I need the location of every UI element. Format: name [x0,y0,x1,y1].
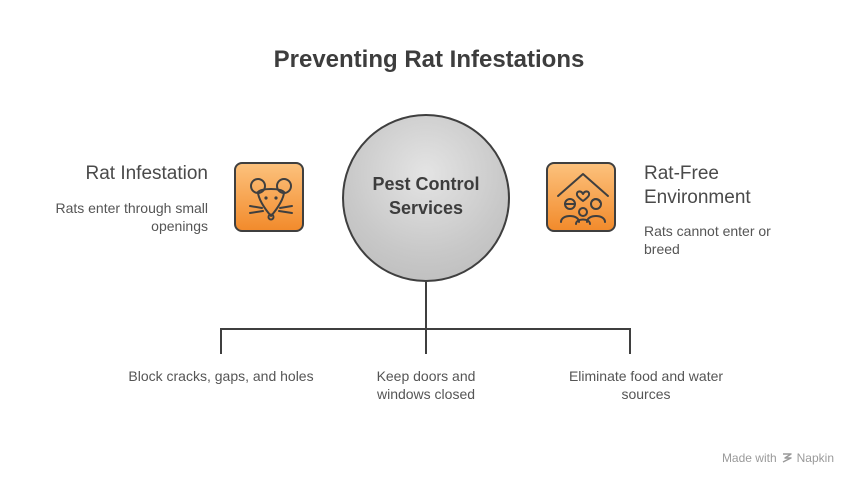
home-icon-box [546,162,616,232]
rat-icon-box [234,162,304,232]
action-eliminate-food: Eliminate food and water sources [568,368,724,402]
hub-label: Pest Control Services [372,174,480,218]
left-title: Rat Infestation [85,163,208,184]
made-with-label: Made with [721,451,777,465]
napkin-logo-icon [782,453,792,463]
left-description: Rats enter through small openings [55,200,208,234]
right-title: Rat-Free Environment [644,162,814,210]
right-title-line2: Environment [644,187,751,208]
hub-circle: Pest Control Services [342,114,510,282]
right-title-line1: Rat-Free [644,163,719,184]
action-keep-doors-closed: Keep doors and windows closed [376,368,476,402]
diagram-title: Preventing Rat Infestations [273,46,585,73]
napkin-brand: Napkin [796,451,834,465]
footer-credit: Made with Napkin [722,451,834,465]
family-home-icon [557,173,609,225]
action-block-cracks: Block cracks, gaps, and holes [128,368,314,384]
right-description: Rats cannot enter or breed [644,223,771,257]
rat-icon [249,178,293,221]
